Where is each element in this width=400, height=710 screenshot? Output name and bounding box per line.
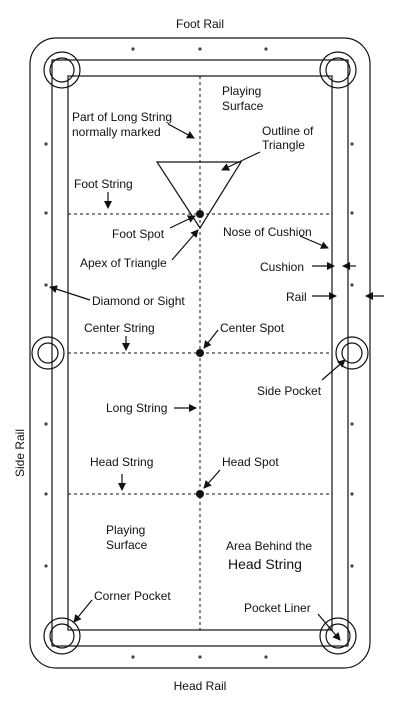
- outline-triangle-line2: Triangle: [262, 138, 305, 152]
- area-behind-line1: Area Behind the: [226, 539, 312, 553]
- cushion-outline: [51, 59, 349, 647]
- outline-triangle-line1: Outline of: [262, 124, 314, 138]
- cushion-label: Cushion: [260, 260, 304, 274]
- pocket-liner-label: Pocket Liner: [244, 601, 311, 615]
- diamond: [131, 655, 135, 659]
- long-string-marked-line1: Part of Long String: [72, 110, 172, 124]
- side-rail-label: Side Rail: [13, 429, 27, 477]
- diamond: [44, 422, 48, 426]
- head-spot-label: Head Spot: [222, 455, 279, 469]
- area-behind-line2: Head String: [228, 556, 302, 572]
- side-pocket-label: Side Pocket: [257, 384, 322, 398]
- diamond: [131, 47, 135, 51]
- diamond: [198, 655, 202, 659]
- side-pocket-right: [335, 336, 369, 370]
- corner-pocket-label: Corner Pocket: [94, 589, 171, 603]
- diamond: [264, 655, 268, 659]
- callout-arrows: [49, 123, 384, 641]
- diamond: [198, 47, 202, 51]
- head-rail-label: Head Rail: [174, 679, 227, 693]
- center-spot: [196, 349, 204, 357]
- diamond: [350, 564, 354, 568]
- playing-surface-top-line1: Playing: [222, 84, 261, 98]
- diamond: [350, 283, 354, 287]
- foot-rail-label: Foot Rail: [176, 17, 224, 31]
- head-string-label: Head String: [90, 455, 153, 469]
- diamond: [350, 142, 354, 146]
- corner-pocket-bottom-right: [319, 617, 357, 655]
- foot-spot: [196, 210, 204, 218]
- long-string-marked-line2: normally marked: [72, 125, 161, 139]
- rail-label: Rail: [286, 290, 307, 304]
- playing-surface-bottom-line1: Playing: [106, 523, 145, 537]
- table-outer-rail: [29, 37, 371, 669]
- triangle-outline: [155, 161, 243, 230]
- corner-pocket-bottom-left: [43, 617, 81, 655]
- diamond: [44, 142, 48, 146]
- playing-surface-bottom-line2: Surface: [106, 538, 148, 552]
- diamond: [44, 211, 48, 215]
- corner-pocket-top-right: [319, 51, 357, 89]
- head-spot: [196, 490, 204, 498]
- diamond: [350, 422, 354, 426]
- diamond: [44, 283, 48, 287]
- playing-surface-top-line2: Surface: [222, 99, 264, 113]
- diamond: [264, 47, 268, 51]
- diamond-sight-label: Diamond or Sight: [92, 294, 185, 308]
- diamond: [44, 564, 48, 568]
- center-string-label: Center String: [84, 321, 155, 335]
- diamond: [350, 492, 354, 496]
- center-spot-label: Center Spot: [220, 321, 285, 335]
- foot-spot-label: Foot Spot: [112, 227, 165, 241]
- diamond: [44, 492, 48, 496]
- long-string-label: Long String: [106, 401, 167, 415]
- side-pocket-left: [31, 336, 65, 370]
- apex-triangle-label: Apex of Triangle: [80, 256, 167, 270]
- diamond: [350, 211, 354, 215]
- diamonds: [44, 47, 354, 659]
- nose-cushion-label: Nose of Cushion: [223, 225, 312, 239]
- corner-pocket-top-left: [43, 51, 81, 89]
- foot-string-label: Foot String: [74, 177, 133, 191]
